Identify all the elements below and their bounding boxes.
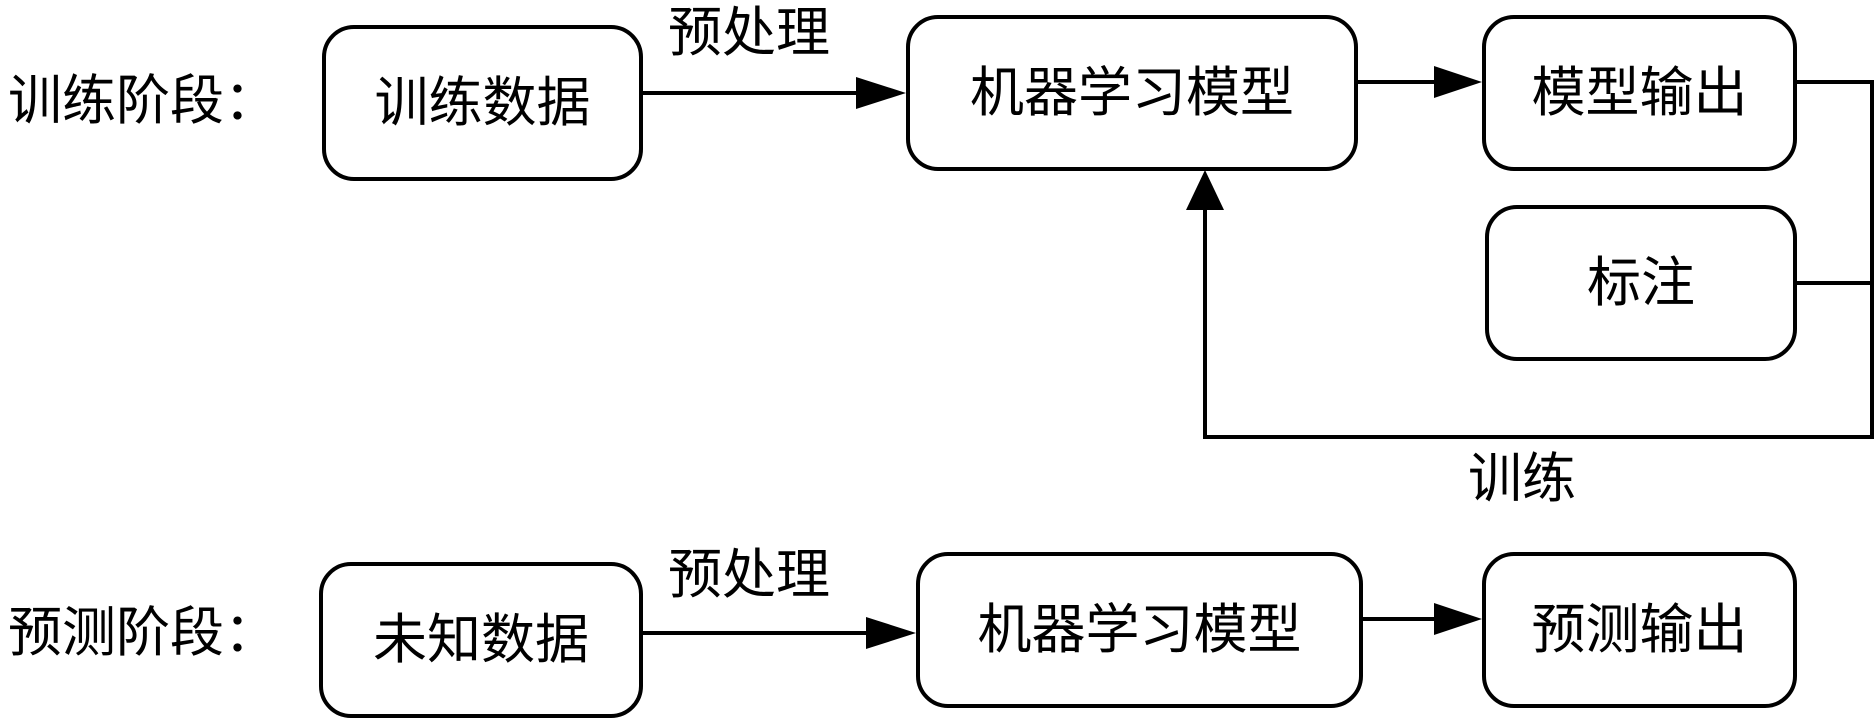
prediction-stage-label: 预测阶段： xyxy=(8,601,278,664)
predict-preprocess-label: 预处理 xyxy=(668,543,830,606)
train-preprocess-arrow xyxy=(643,77,906,109)
predict-ml-model-box-text: 机器学习模型 xyxy=(977,598,1302,661)
annotation-box-text: 标注 xyxy=(1587,251,1695,314)
training-stage-label: 训练阶段： xyxy=(8,69,278,132)
prediction-output-box-text: 预测输出 xyxy=(1531,598,1748,661)
model-output-box-text: 模型输出 xyxy=(1531,61,1748,124)
train-ml-model-box-text: 机器学习模型 xyxy=(970,61,1294,124)
train-feedback-label: 训练 xyxy=(1468,447,1576,510)
training-feedback-loop xyxy=(1186,80,1874,439)
prediction-output-box: 预测输出 xyxy=(1482,552,1797,708)
predict-model-to-output-arrow xyxy=(1363,603,1482,635)
training-data-box: 训练数据 xyxy=(322,25,643,181)
train-ml-model-box: 机器学习模型 xyxy=(906,15,1358,171)
unknown-data-box: 未知数据 xyxy=(319,562,643,718)
train-model-to-output-arrow xyxy=(1358,66,1482,98)
annotation-box: 标注 xyxy=(1485,205,1797,361)
predict-ml-model-box: 机器学习模型 xyxy=(916,552,1363,708)
model-output-box: 模型输出 xyxy=(1482,15,1797,171)
predict-preprocess-arrow xyxy=(643,617,916,649)
train-preprocess-label: 预处理 xyxy=(668,1,830,64)
unknown-data-box-text: 未知数据 xyxy=(373,608,589,671)
training-data-box-text: 训练数据 xyxy=(374,71,591,134)
